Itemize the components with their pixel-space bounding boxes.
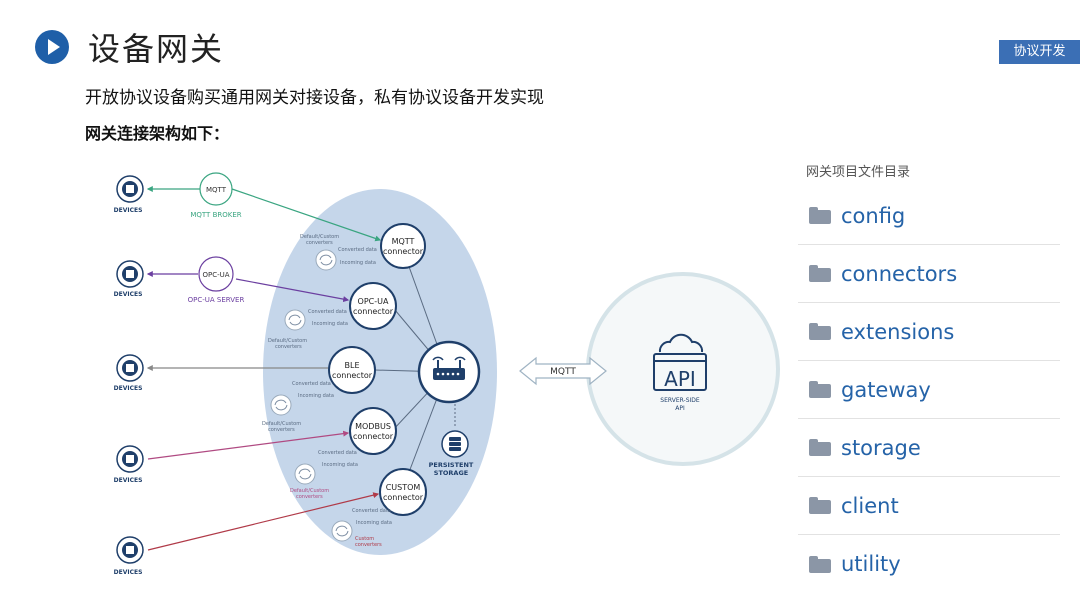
converter-label: Default/Custom <box>268 338 307 344</box>
devices-label: DEVICES <box>114 291 143 298</box>
opcua-server-link <box>235 278 350 303</box>
intro-text: 开放协议设备购买通用网关对接设备，私有协议设备开发实现 <box>85 88 544 108</box>
converter-label: Default/Custom <box>262 421 301 427</box>
mqtt-link-arrow <box>519 356 607 386</box>
mqtt-connector-title: MQTT <box>392 237 415 246</box>
converter-label: converters <box>268 427 295 433</box>
custom-connector-subtitle: connector <box>383 493 424 502</box>
incoming-data-label: Incoming data <box>312 321 348 327</box>
play-icon <box>35 30 69 64</box>
custom-device-link <box>147 492 380 551</box>
opcua-connector <box>349 282 397 330</box>
devices-label: DEVICES <box>114 385 143 392</box>
device-icon <box>116 260 144 288</box>
converted-data-label: Converted data <box>292 381 331 387</box>
folder-label: config <box>841 203 906 228</box>
modbus-device-link <box>147 430 350 460</box>
api-server-icon <box>653 333 707 391</box>
mqtt-link-label: MQTT <box>550 367 576 377</box>
folder-item-client[interactable]: client <box>798 477 1060 535</box>
ble-connector-subtitle: connector <box>332 371 373 380</box>
devices-label: DEVICES <box>114 569 143 576</box>
folder-icon <box>809 497 831 514</box>
device-icon <box>116 354 144 382</box>
folder-label: connectors <box>841 261 958 286</box>
gateway-area <box>263 189 497 555</box>
devices-label: DEVICES <box>114 477 143 484</box>
converter-label: Default/Custom <box>300 234 339 240</box>
api-text: API <box>664 367 696 391</box>
converter-label: converters <box>275 344 302 350</box>
folder-label: client <box>841 493 899 518</box>
category-tag: 协议开发 <box>999 40 1080 64</box>
folder-icon <box>809 323 831 340</box>
server-side-label: SERVER-SIDE <box>660 397 700 404</box>
incoming-data-label: Incoming data <box>298 393 334 399</box>
storage-label: PERSISTENT <box>429 461 474 469</box>
opcua-server-node <box>198 256 234 292</box>
opcua-connector-subtitle: connector <box>353 307 394 316</box>
folder-icon <box>809 381 831 398</box>
storage-label: STORAGE <box>434 469 468 477</box>
mqtt-broker-node <box>199 172 233 206</box>
custom-connector <box>379 468 427 516</box>
folder-list: config connectors extensions gateway sto… <box>798 187 1060 593</box>
folder-label: gateway <box>841 377 931 402</box>
folder-icon <box>809 207 831 224</box>
mqtt-broker-link <box>231 188 382 242</box>
folder-icon <box>809 555 831 573</box>
router-icon <box>432 356 466 380</box>
custom-connector-title: CUSTOM <box>386 483 421 492</box>
folder-label: utility <box>841 552 901 576</box>
folder-item-gateway[interactable]: gateway <box>798 361 1060 419</box>
mqtt-broker-node-label: MQTT <box>206 186 227 194</box>
converter-label: converters <box>355 542 382 548</box>
converter-label: converters <box>296 494 323 500</box>
page-title: 设备网关 <box>88 30 225 68</box>
folder-icon <box>809 439 831 456</box>
incoming-data-label: Incoming data <box>340 260 376 266</box>
gateway-architecture-diagram: DEVICES DEVICES DEVICES DEVICES DEVICES … <box>114 172 780 576</box>
converted-data-label: Converted data <box>338 247 377 253</box>
device-icon <box>116 175 144 203</box>
folder-item-config[interactable]: config <box>798 187 1060 245</box>
ble-connector-title: BLE <box>345 361 360 370</box>
device-icon <box>116 536 144 564</box>
folder-item-utility[interactable]: utility <box>798 535 1060 593</box>
modbus-connector-subtitle: connector <box>353 432 394 441</box>
folder-label: storage <box>841 435 921 460</box>
folder-item-extensions[interactable]: extensions <box>798 303 1060 361</box>
database-icon <box>449 437 461 451</box>
directory-title: 网关项目文件目录 <box>806 165 911 180</box>
server-side-api-label: API <box>675 405 685 412</box>
devices-label: DEVICES <box>114 207 143 214</box>
converted-data-label: Converted data <box>352 508 391 514</box>
ble-connector <box>328 346 376 394</box>
refresh-arrows-icon <box>274 254 349 537</box>
opcua-connector-title: OPC-UA <box>358 297 389 306</box>
refresh-icon <box>270 249 353 542</box>
folder-item-connectors[interactable]: connectors <box>798 245 1060 303</box>
converter-label: Default/Custom <box>290 488 329 494</box>
folder-label: extensions <box>841 319 955 344</box>
incoming-data-label: Incoming data <box>322 462 358 468</box>
converter-label: Custom <box>355 536 374 542</box>
converted-data-label: Converted data <box>318 450 357 456</box>
device-icon <box>116 445 144 473</box>
converted-data-label: Converted data <box>308 309 347 315</box>
mqtt-connector <box>380 223 426 269</box>
folder-icon <box>809 265 831 282</box>
converter-label: converters <box>306 240 333 246</box>
modbus-connector <box>349 407 397 455</box>
modbus-connector-title: MODBUS <box>355 422 391 431</box>
incoming-data-label: Incoming data <box>356 520 392 526</box>
opcua-server-node-label: OPC-UA <box>202 271 229 279</box>
folder-item-storage[interactable]: storage <box>798 419 1060 477</box>
opcua-server-caption: OPC-UA SERVER <box>188 296 245 304</box>
architecture-heading: 网关连接架构如下： <box>85 124 230 143</box>
mqtt-broker-caption: MQTT BROKER <box>190 211 241 219</box>
mqtt-connector-subtitle: connector <box>383 247 424 256</box>
